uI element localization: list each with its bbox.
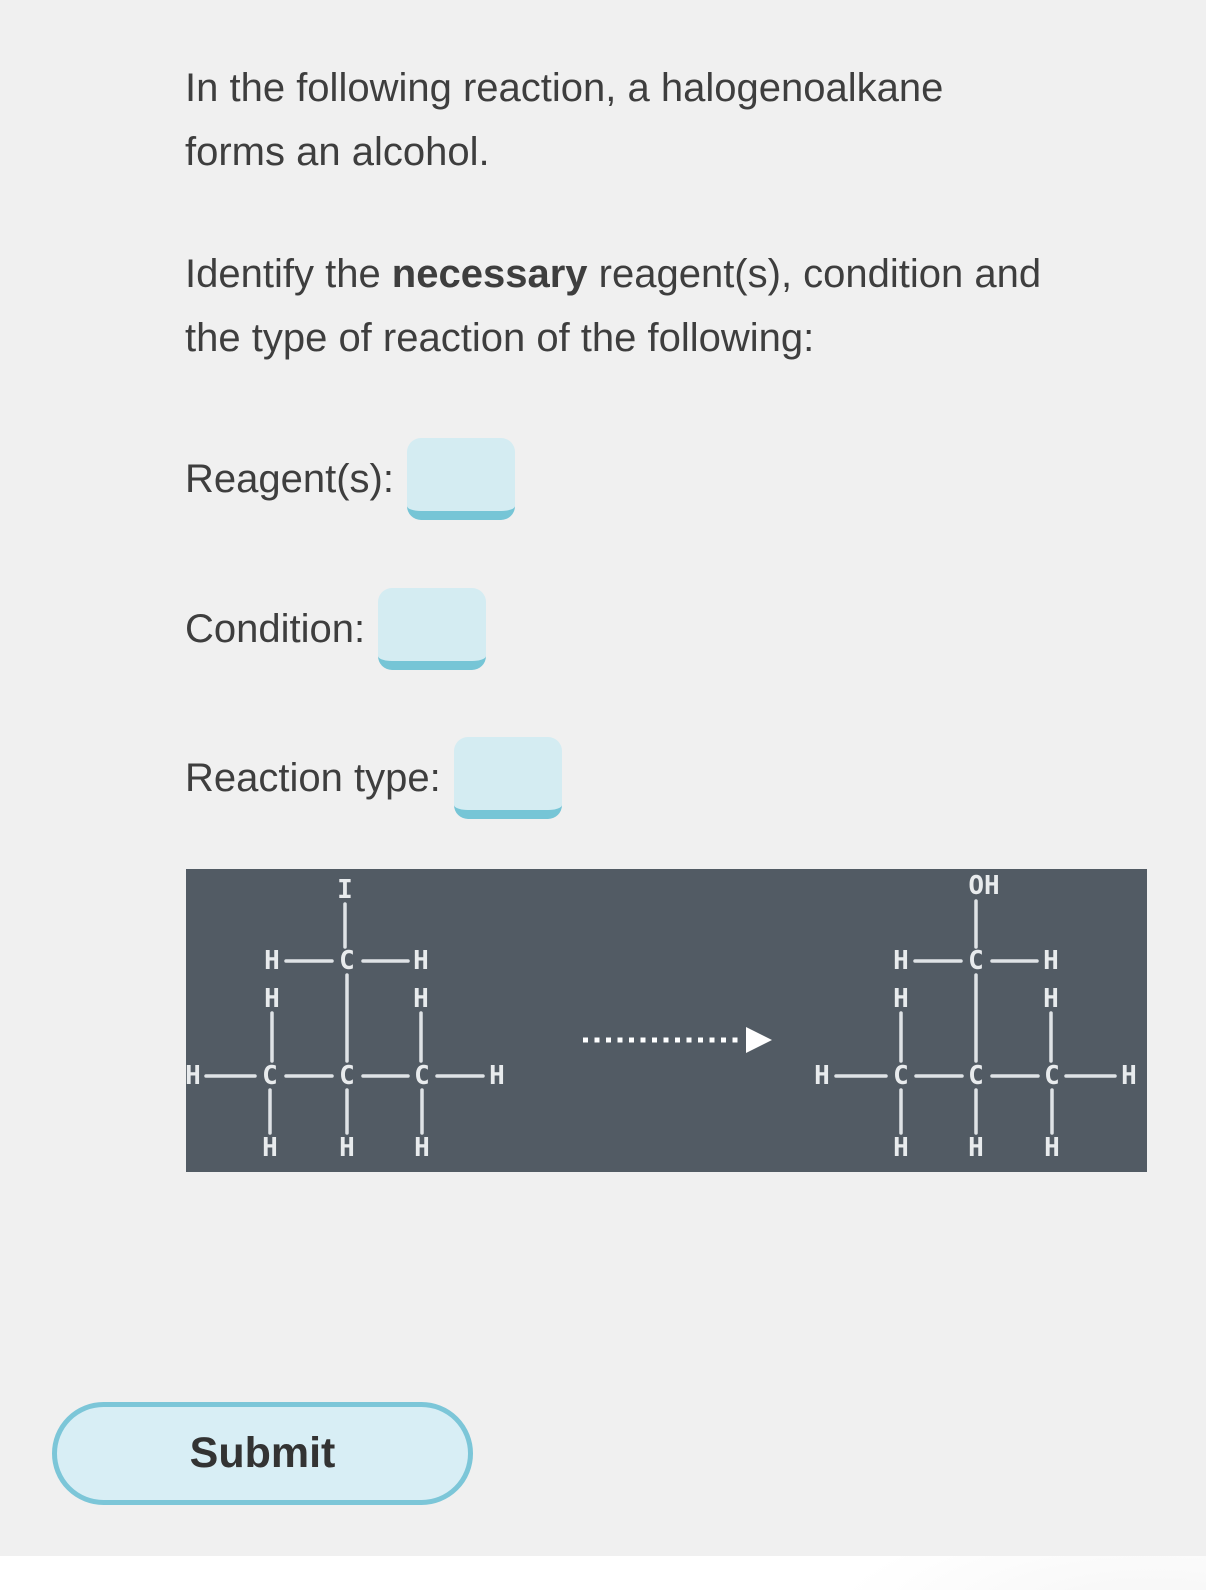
svg-text:H: H — [262, 1133, 278, 1163]
svg-text:H: H — [1043, 946, 1059, 976]
question-intro: In the following reaction, a halogenoalk… — [185, 56, 943, 184]
field-row-reaction-type: Reaction type: — [185, 737, 562, 819]
svg-text:H: H — [489, 1061, 505, 1091]
svg-text:OH: OH — [968, 871, 999, 901]
svg-text:H: H — [186, 1061, 201, 1091]
condition-drop-zone[interactable] — [378, 588, 487, 670]
svg-text:H: H — [893, 1133, 909, 1163]
svg-text:H: H — [339, 1133, 355, 1163]
field-row-reagents: Reagent(s): — [185, 438, 515, 520]
question-task: Identify the necessary reagent(s), condi… — [185, 242, 1041, 370]
svg-text:H: H — [264, 984, 280, 1014]
svg-text:C: C — [414, 1061, 430, 1091]
svg-text:H: H — [1043, 984, 1059, 1014]
svg-text:H: H — [814, 1061, 830, 1091]
footer-strip — [0, 1556, 1206, 1590]
svg-text:H: H — [968, 1133, 984, 1163]
svg-text:H: H — [893, 946, 909, 976]
svg-text:C: C — [339, 946, 355, 976]
reaction-type-drop-zone[interactable] — [453, 737, 562, 819]
svg-text:C: C — [1044, 1061, 1060, 1091]
reaction-type-label: Reaction type: — [185, 755, 441, 800]
svg-text:H: H — [414, 1133, 430, 1163]
question-line: the type of reaction of the following: — [185, 316, 815, 360]
condition-label: Condition: — [185, 606, 366, 651]
svg-text:H: H — [413, 984, 429, 1014]
svg-text:C: C — [893, 1061, 909, 1091]
svg-text:H: H — [893, 984, 909, 1014]
svg-text:H: H — [1121, 1061, 1137, 1091]
svg-text:H: H — [264, 946, 280, 976]
field-row-condition: Condition: — [185, 588, 487, 670]
svg-text:C: C — [262, 1061, 278, 1091]
svg-text:C: C — [968, 946, 984, 976]
submit-button[interactable]: Submit — [52, 1402, 473, 1505]
svg-text:C: C — [968, 1061, 984, 1091]
svg-text:I: I — [337, 875, 353, 905]
question-line: forms an alcohol. — [185, 130, 490, 174]
svg-text:C: C — [339, 1061, 355, 1091]
svg-text:H: H — [1044, 1133, 1060, 1163]
svg-text:H: H — [413, 946, 429, 976]
reagents-label: Reagent(s): — [185, 456, 394, 501]
emphasis-word: necessary — [391, 252, 588, 296]
question-line: Identify the necessary reagent(s), condi… — [185, 252, 1042, 296]
reagents-drop-zone[interactable] — [406, 438, 515, 520]
question-line: In the following reaction, a halogenoalk… — [185, 66, 944, 110]
